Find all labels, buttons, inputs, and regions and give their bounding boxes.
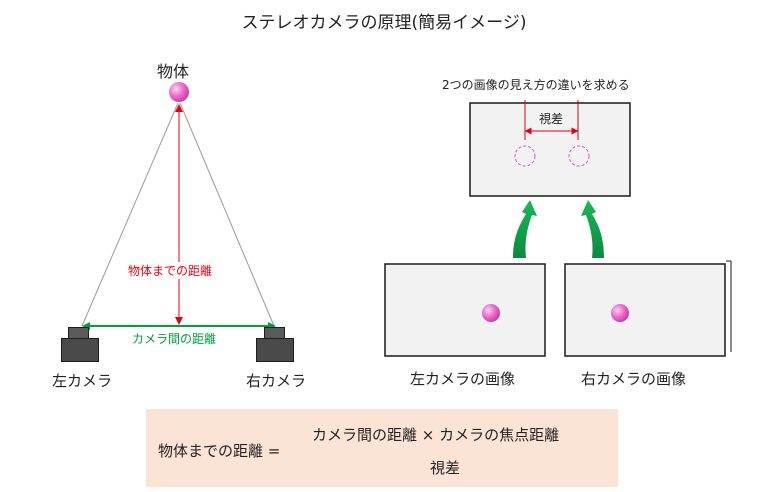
right-image-frame <box>564 263 726 357</box>
left-image-object <box>482 304 500 322</box>
right-image-label: 右カメラの画像 <box>581 370 687 388</box>
page-title: ステレオカメラの原理(簡易イメージ) <box>241 13 527 33</box>
right-sight-line <box>179 102 275 327</box>
left-camera-label: 左カメラ <box>52 372 113 390</box>
comparison-frame <box>469 102 631 197</box>
formula-numerator: カメラ間の距離 × カメラの焦点距離 <box>312 426 560 444</box>
formula-panel <box>146 409 618 487</box>
distance-label: 物体までの距離 <box>128 262 213 279</box>
dashed-object-left <box>514 145 536 167</box>
dashed-object-right <box>568 145 590 167</box>
left-image-label: 左カメラの画像 <box>410 370 516 388</box>
right-up-arrow <box>581 200 604 258</box>
right-camera-label: 右カメラ <box>246 372 307 390</box>
baseline-label: カメラ間の距離 <box>132 332 217 346</box>
object-label: 物体 <box>157 62 190 81</box>
left-camera-icon <box>61 338 99 362</box>
disparity-label: 視差 <box>539 112 564 126</box>
right-camera-icon <box>256 338 294 362</box>
goal-label: 2つの画像の見え方の違いを求める <box>442 78 630 92</box>
left-image-frame <box>384 263 546 357</box>
formula-lhs: 物体までの距離 = <box>158 442 281 460</box>
left-sight-line <box>81 102 179 327</box>
formula-denominator: 視差 <box>430 459 461 477</box>
left-up-arrow <box>513 200 537 258</box>
object-ball <box>169 82 189 102</box>
right-image-object <box>611 304 629 322</box>
